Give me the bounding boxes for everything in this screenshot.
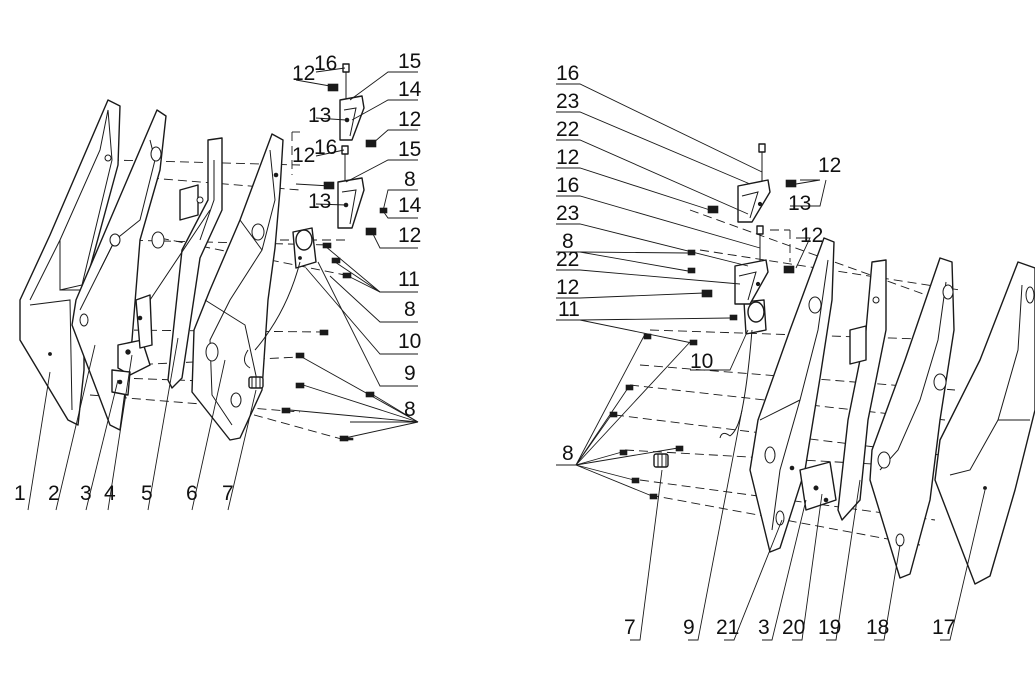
callout-3: 3 [80, 482, 92, 505]
callout-19: 19 [818, 616, 841, 639]
part-5-linkage-arm [149, 137, 223, 389]
callout-8-left-right: 8 [562, 442, 574, 465]
part-2-backing-plate [71, 109, 167, 431]
part-17-outer-cover [934, 261, 1035, 585]
callout-9: 9 [404, 362, 416, 385]
callout-17: 17 [932, 616, 955, 639]
callout-14-b: 14 [398, 194, 422, 217]
part-18-backing-plate [869, 257, 955, 579]
part-19-20-bracket [799, 259, 887, 521]
part-21-main-panel [749, 237, 835, 553]
right-screws [609, 249, 738, 500]
callout-1: 1 [14, 482, 26, 505]
right-exploded-view: 16 23 22 12 16 23 8 22 12 11 10 8 12 13 … [556, 62, 1035, 641]
callout-9-right: 9 [683, 616, 695, 639]
callout-7-right: 7 [624, 616, 636, 639]
left-leader-lines [27, 67, 419, 511]
callout-16-a: 16 [314, 52, 337, 75]
callout-15-b: 15 [398, 138, 421, 161]
left-exploded-view: 1 2 3 4 5 6 7 8 9 10 8 11 12 14 8 15 12 … [14, 50, 422, 511]
callout-15-a: 15 [398, 50, 421, 73]
upper-hinge-assembly-right [701, 143, 797, 305]
upper-hinge-assembly-left [323, 63, 388, 236]
callout-12-a-right: 12 [556, 146, 579, 169]
callout-14-a: 14 [398, 78, 422, 101]
callout-23-a: 23 [556, 90, 579, 113]
callout-10-right: 10 [690, 350, 713, 373]
callout-2: 2 [48, 482, 60, 505]
callout-11: 11 [398, 268, 420, 291]
part-1-outer-cover [19, 99, 121, 426]
callout-6: 6 [186, 482, 198, 505]
callout-12-top-right: 12 [818, 154, 841, 177]
part-6-main-panel [191, 133, 284, 441]
callout-16-a-right: 16 [556, 62, 579, 85]
callout-21: 21 [716, 616, 739, 639]
part-7-connector-right [653, 453, 669, 468]
callout-23-b: 23 [556, 202, 579, 225]
callout-8-a-right: 8 [562, 230, 574, 253]
callout-4: 4 [104, 482, 116, 505]
callout-10: 10 [398, 330, 421, 353]
callout-12-a: 12 [292, 62, 315, 85]
callout-13-right: 13 [788, 192, 811, 215]
callout-11-right: 11 [558, 298, 580, 321]
callout-12-c: 12 [292, 144, 315, 167]
callout-12-d: 12 [398, 224, 421, 247]
callout-5: 5 [141, 482, 153, 505]
callout-12-mid-right: 12 [800, 224, 823, 247]
left-screws [281, 242, 375, 442]
callout-22-b: 22 [556, 248, 579, 271]
callout-8-bottom: 8 [404, 398, 416, 421]
part-10-actuator-right [719, 299, 767, 439]
left-callouts: 1 2 3 4 5 6 7 8 9 10 8 11 12 14 8 15 12 … [14, 50, 422, 505]
callout-12-b-right: 12 [556, 276, 579, 299]
callout-16-b-right: 16 [556, 174, 579, 197]
callout-20: 20 [782, 616, 805, 639]
callout-13-b: 13 [308, 190, 331, 213]
callout-16-b: 16 [314, 136, 337, 159]
callout-18: 18 [866, 616, 889, 639]
right-leader-lines [556, 83, 986, 641]
part-7-connector [248, 376, 264, 389]
callout-3-right: 3 [758, 616, 770, 639]
part-10-actuator [254, 227, 317, 351]
callout-8-upper: 8 [404, 168, 416, 191]
callout-7: 7 [222, 482, 234, 505]
right-callouts: 16 23 22 12 16 23 8 22 12 11 10 8 12 13 … [556, 62, 955, 639]
callout-12-b: 12 [398, 108, 421, 131]
part-3-4-hinge-mechanism [111, 294, 153, 396]
callout-13-a: 13 [308, 104, 331, 127]
callout-22-a: 22 [556, 118, 579, 141]
callout-8-mid: 8 [404, 298, 416, 321]
